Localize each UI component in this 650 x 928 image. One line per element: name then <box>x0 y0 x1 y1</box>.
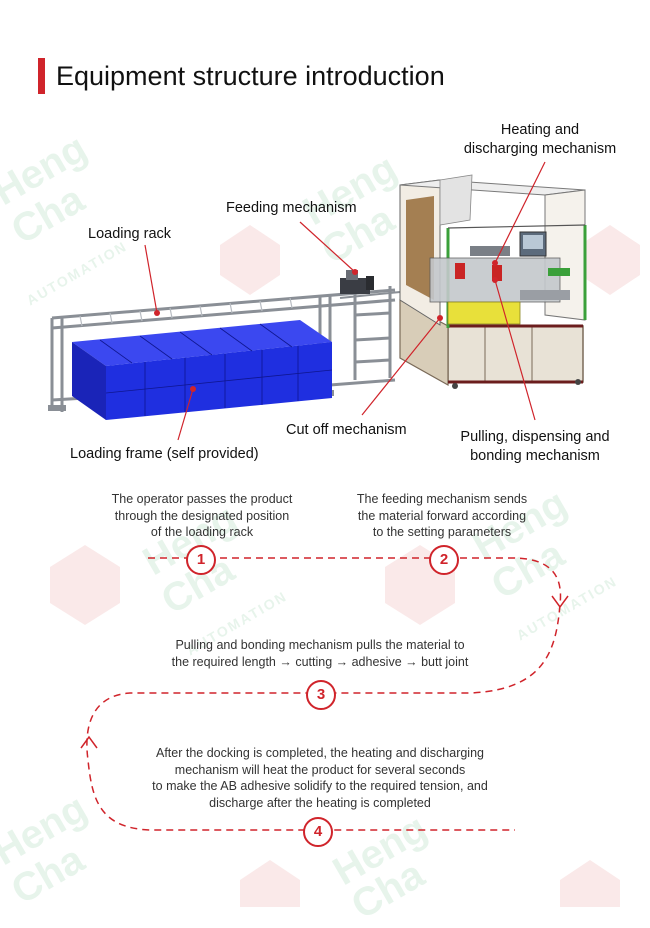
diagram-canvas <box>48 161 640 907</box>
step-line: the material forward according <box>357 508 527 523</box>
callout-pulling-bonding: Pulling, dispensing and bonding mechanis… <box>445 428 625 466</box>
step-line: The operator passes the product <box>111 492 293 506</box>
flow-arrow-icon <box>80 735 98 749</box>
callout-line: Heating and <box>500 122 580 138</box>
step-line: through the designated position <box>114 508 290 523</box>
step-4-badge: 4 <box>303 817 333 847</box>
main-machine <box>399 174 587 389</box>
flow-arrow-icon <box>551 595 569 609</box>
callout-line: Pulling, dispensing and <box>460 429 610 445</box>
feeding-mechanism <box>340 270 374 294</box>
step-2-text: The feeding mechanism sends the material… <box>322 491 562 541</box>
loading-rack-rollers <box>79 297 293 327</box>
step-line: The feeding mechanism sends <box>356 492 528 506</box>
step-line: discharge after the heating is completed <box>209 795 431 810</box>
callout-dots <box>154 260 498 392</box>
loading-frame <box>72 320 333 420</box>
callout-cut-off: Cut off mechanism <box>286 422 407 438</box>
step-line: Pulling and bonding mechanism pulls the … <box>175 638 465 652</box>
callout-lines <box>144 161 546 441</box>
process-flow-path <box>86 557 562 831</box>
callout-loading-rack: Loading rack <box>88 226 172 242</box>
step-line: to make the AB adhesive solidify to the … <box>152 779 488 793</box>
step-line: to the setting parameters <box>372 525 512 539</box>
callout-loading-frame: Loading frame (self provided) <box>70 446 259 462</box>
callout-line: bonding mechanism <box>470 448 600 464</box>
callout-feeding-mechanism: Feeding mechanism <box>226 200 357 216</box>
step-4-text: After the docking is completed, the heat… <box>110 745 530 811</box>
step-line: After the docking is completed, the heat… <box>156 746 484 760</box>
step-1-badge: 1 <box>186 545 216 575</box>
step-1-text: The operator passes the product through … <box>82 491 322 541</box>
callout-heating-discharging: Heating and discharging mechanism <box>450 121 630 159</box>
step-3-text: Pulling and bonding mechanism pulls the … <box>120 637 520 670</box>
step-2-badge: 2 <box>429 545 459 575</box>
callout-line: discharging mechanism <box>463 141 617 157</box>
step-3-badge: 3 <box>306 680 336 710</box>
loading-rack <box>50 286 401 412</box>
step-line: of the loading rack <box>150 525 254 539</box>
page-title: Equipment structure introduction <box>56 61 445 91</box>
rack-foot <box>48 405 66 411</box>
step-line: the required length → cutting → adhesive… <box>171 654 469 669</box>
title-accent-bar <box>38 58 45 94</box>
step-line: mechanism will heat the product for seve… <box>174 762 466 777</box>
